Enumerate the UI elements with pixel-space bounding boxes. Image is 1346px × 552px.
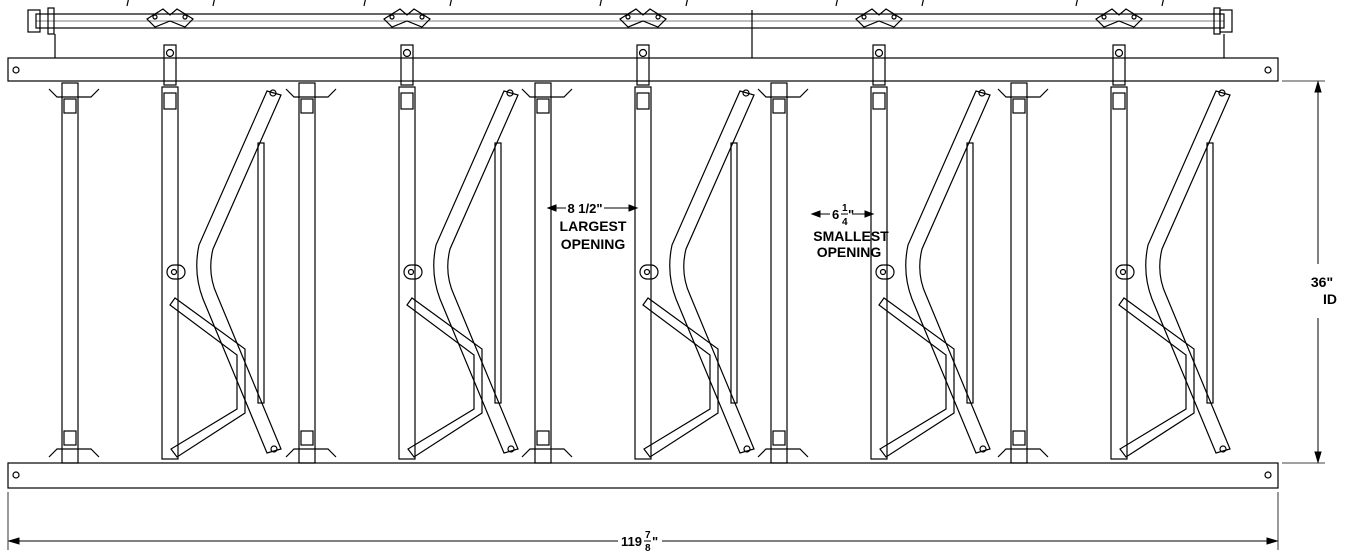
stall-2 bbox=[285, 0, 519, 464]
lower-frame-bar bbox=[7, 462, 1279, 489]
height-suffix: ID bbox=[1323, 291, 1337, 307]
overall-width-denominator: 8 bbox=[645, 543, 651, 552]
smallest-opening-whole: 6 bbox=[832, 207, 839, 222]
upper-frame-bar bbox=[7, 57, 1279, 82]
smallest-opening-numerator: 1 bbox=[842, 203, 848, 214]
top-rail bbox=[27, 7, 1233, 58]
stall-assembly bbox=[48, 0, 1231, 464]
largest-opening-label-2: OPENING bbox=[561, 236, 626, 252]
largest-opening-label-1: LARGEST bbox=[560, 218, 627, 234]
smallest-opening-inch-mark: " bbox=[848, 207, 854, 222]
largest-opening-value: 8 1/2" bbox=[567, 201, 602, 216]
stall-1 bbox=[48, 0, 282, 464]
stall-3 bbox=[521, 0, 755, 464]
smallest-opening-label-2: OPENING bbox=[817, 244, 882, 260]
overall-width-dimension: 119 7 8 " bbox=[7, 492, 1279, 552]
overall-width-inch-mark: " bbox=[652, 534, 658, 549]
height-dimension: 36" ID bbox=[1282, 80, 1337, 464]
smallest-opening-denominator: 4 bbox=[842, 217, 848, 228]
largest-opening-dimension: 8 1/2" LARGEST OPENING bbox=[546, 201, 639, 252]
overall-width-numerator: 7 bbox=[645, 530, 651, 541]
smallest-opening-label-1: SMALLEST bbox=[813, 228, 889, 244]
smallest-opening-dimension: 6 1 4 " SMALLEST OPENING bbox=[810, 203, 889, 260]
stall-5 bbox=[997, 0, 1231, 464]
overall-width-whole: 119 bbox=[621, 534, 642, 549]
height-value: 36" bbox=[1311, 274, 1333, 290]
